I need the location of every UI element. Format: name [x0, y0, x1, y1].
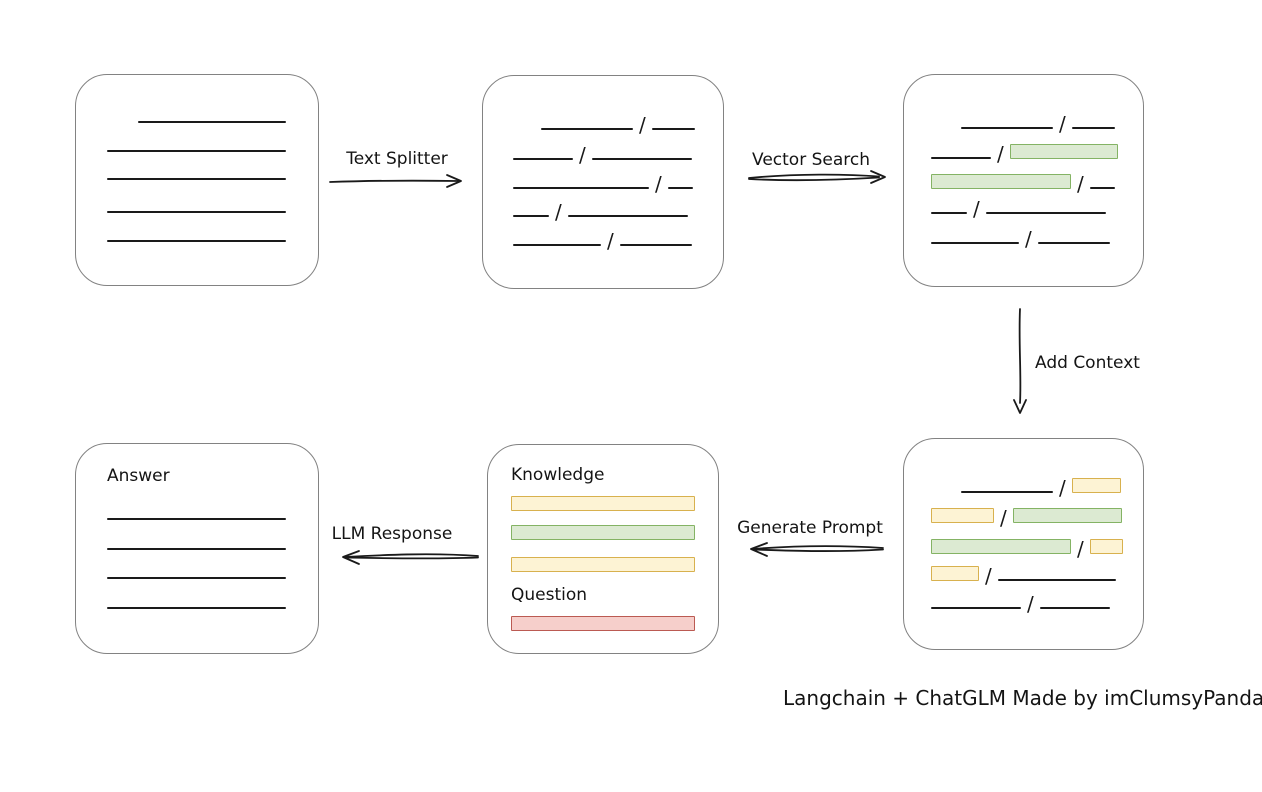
yellow-chunk-highlight	[1089, 539, 1123, 554]
chunk-row: /	[513, 142, 692, 165]
text-line	[591, 158, 692, 160]
green-chunk-highlight	[931, 174, 1071, 189]
credit-caption: Langchain + ChatGLM Made by imClumsyPand…	[783, 686, 1262, 710]
yellow-bar	[511, 496, 695, 511]
slash-separator: /	[1025, 227, 1032, 251]
chunk-row: /	[931, 563, 1116, 586]
chunk-row: /	[931, 171, 1115, 194]
slash-separator: /	[997, 142, 1004, 166]
red-bar	[511, 616, 695, 631]
text-line	[107, 548, 286, 550]
text-line	[107, 607, 286, 609]
text-line	[1039, 607, 1110, 609]
green-chunk-highlight	[1012, 508, 1122, 523]
yellow-chunk-highlight	[931, 508, 994, 523]
chunk-row: /	[931, 226, 1110, 249]
llm-response-arrow-icon	[342, 550, 479, 565]
chunk-row: /	[931, 196, 1106, 219]
node-text-chunks: / / / / /	[482, 75, 724, 289]
text-line	[107, 150, 286, 152]
yellow-chunk-highlight	[1071, 478, 1121, 493]
text-line	[997, 579, 1116, 581]
text-line	[138, 121, 286, 123]
node-matched-chunks: / / / / /	[903, 74, 1144, 287]
llm-response-label: LLM Response	[331, 524, 453, 544]
text-line	[567, 215, 688, 217]
chunk-row: /	[931, 536, 1123, 559]
green-bar	[511, 525, 695, 540]
text-line	[107, 240, 286, 242]
chunk-row: /	[961, 475, 1121, 498]
text-line	[961, 127, 1053, 129]
vector-search-arrow-icon	[748, 170, 886, 184]
answer-label: Answer	[107, 466, 170, 486]
slash-separator: /	[607, 229, 614, 253]
slash-separator: /	[655, 172, 662, 196]
text-line	[107, 518, 286, 520]
generate-prompt-arrow-icon	[750, 542, 884, 557]
knowledge-label: Knowledge	[511, 465, 605, 485]
yellow-bar	[511, 557, 695, 572]
slash-separator: /	[1059, 476, 1066, 500]
text-splitter-label: Text Splitter	[346, 149, 448, 169]
text-line	[961, 491, 1053, 493]
slash-separator: /	[985, 564, 992, 588]
text-line	[931, 242, 1019, 244]
text-line	[513, 158, 573, 160]
text-line	[931, 607, 1021, 609]
green-chunk-highlight	[1009, 144, 1118, 159]
text-line	[513, 187, 649, 189]
text-line	[107, 211, 286, 213]
text-splitter-arrow-icon	[329, 174, 462, 188]
node-context-chunks: / / / / /	[903, 438, 1144, 650]
node-answer: Answer	[75, 443, 319, 654]
text-line	[651, 128, 695, 130]
slash-separator: /	[579, 143, 586, 167]
slash-separator: /	[639, 113, 646, 137]
add-context-label: Add Context	[1035, 353, 1140, 373]
node-source-document	[75, 74, 319, 286]
question-label: Question	[511, 585, 588, 605]
text-line	[619, 244, 692, 246]
chunk-row: /	[931, 505, 1122, 528]
add-context-arrow-icon	[1013, 308, 1027, 414]
chunk-row: /	[513, 171, 693, 194]
text-line	[667, 187, 693, 189]
text-line	[541, 128, 633, 130]
text-line	[931, 212, 967, 214]
text-line	[1071, 127, 1115, 129]
text-line	[513, 215, 549, 217]
chunk-row: /	[931, 141, 1118, 164]
green-chunk-highlight	[931, 539, 1071, 554]
chunk-row: /	[513, 228, 692, 251]
slash-separator: /	[1059, 112, 1066, 136]
yellow-chunk-highlight	[931, 566, 979, 581]
text-line	[107, 178, 286, 180]
slash-separator: /	[1027, 592, 1034, 616]
slash-separator: /	[1077, 537, 1084, 561]
slash-separator: /	[973, 197, 980, 221]
chunk-row: /	[961, 111, 1115, 134]
slash-separator: /	[555, 200, 562, 224]
vector-search-label: Vector Search	[752, 150, 870, 170]
chunk-row: /	[931, 591, 1110, 614]
text-line	[931, 157, 991, 159]
chunk-row: /	[541, 112, 695, 135]
text-line	[107, 577, 286, 579]
slash-separator: /	[1077, 172, 1084, 196]
text-line	[1037, 242, 1110, 244]
slash-separator: /	[1000, 506, 1007, 530]
text-line	[985, 212, 1106, 214]
chunk-row: /	[513, 199, 688, 222]
generate-prompt-label: Generate Prompt	[737, 518, 883, 538]
text-line	[1089, 187, 1115, 189]
text-line	[513, 244, 601, 246]
